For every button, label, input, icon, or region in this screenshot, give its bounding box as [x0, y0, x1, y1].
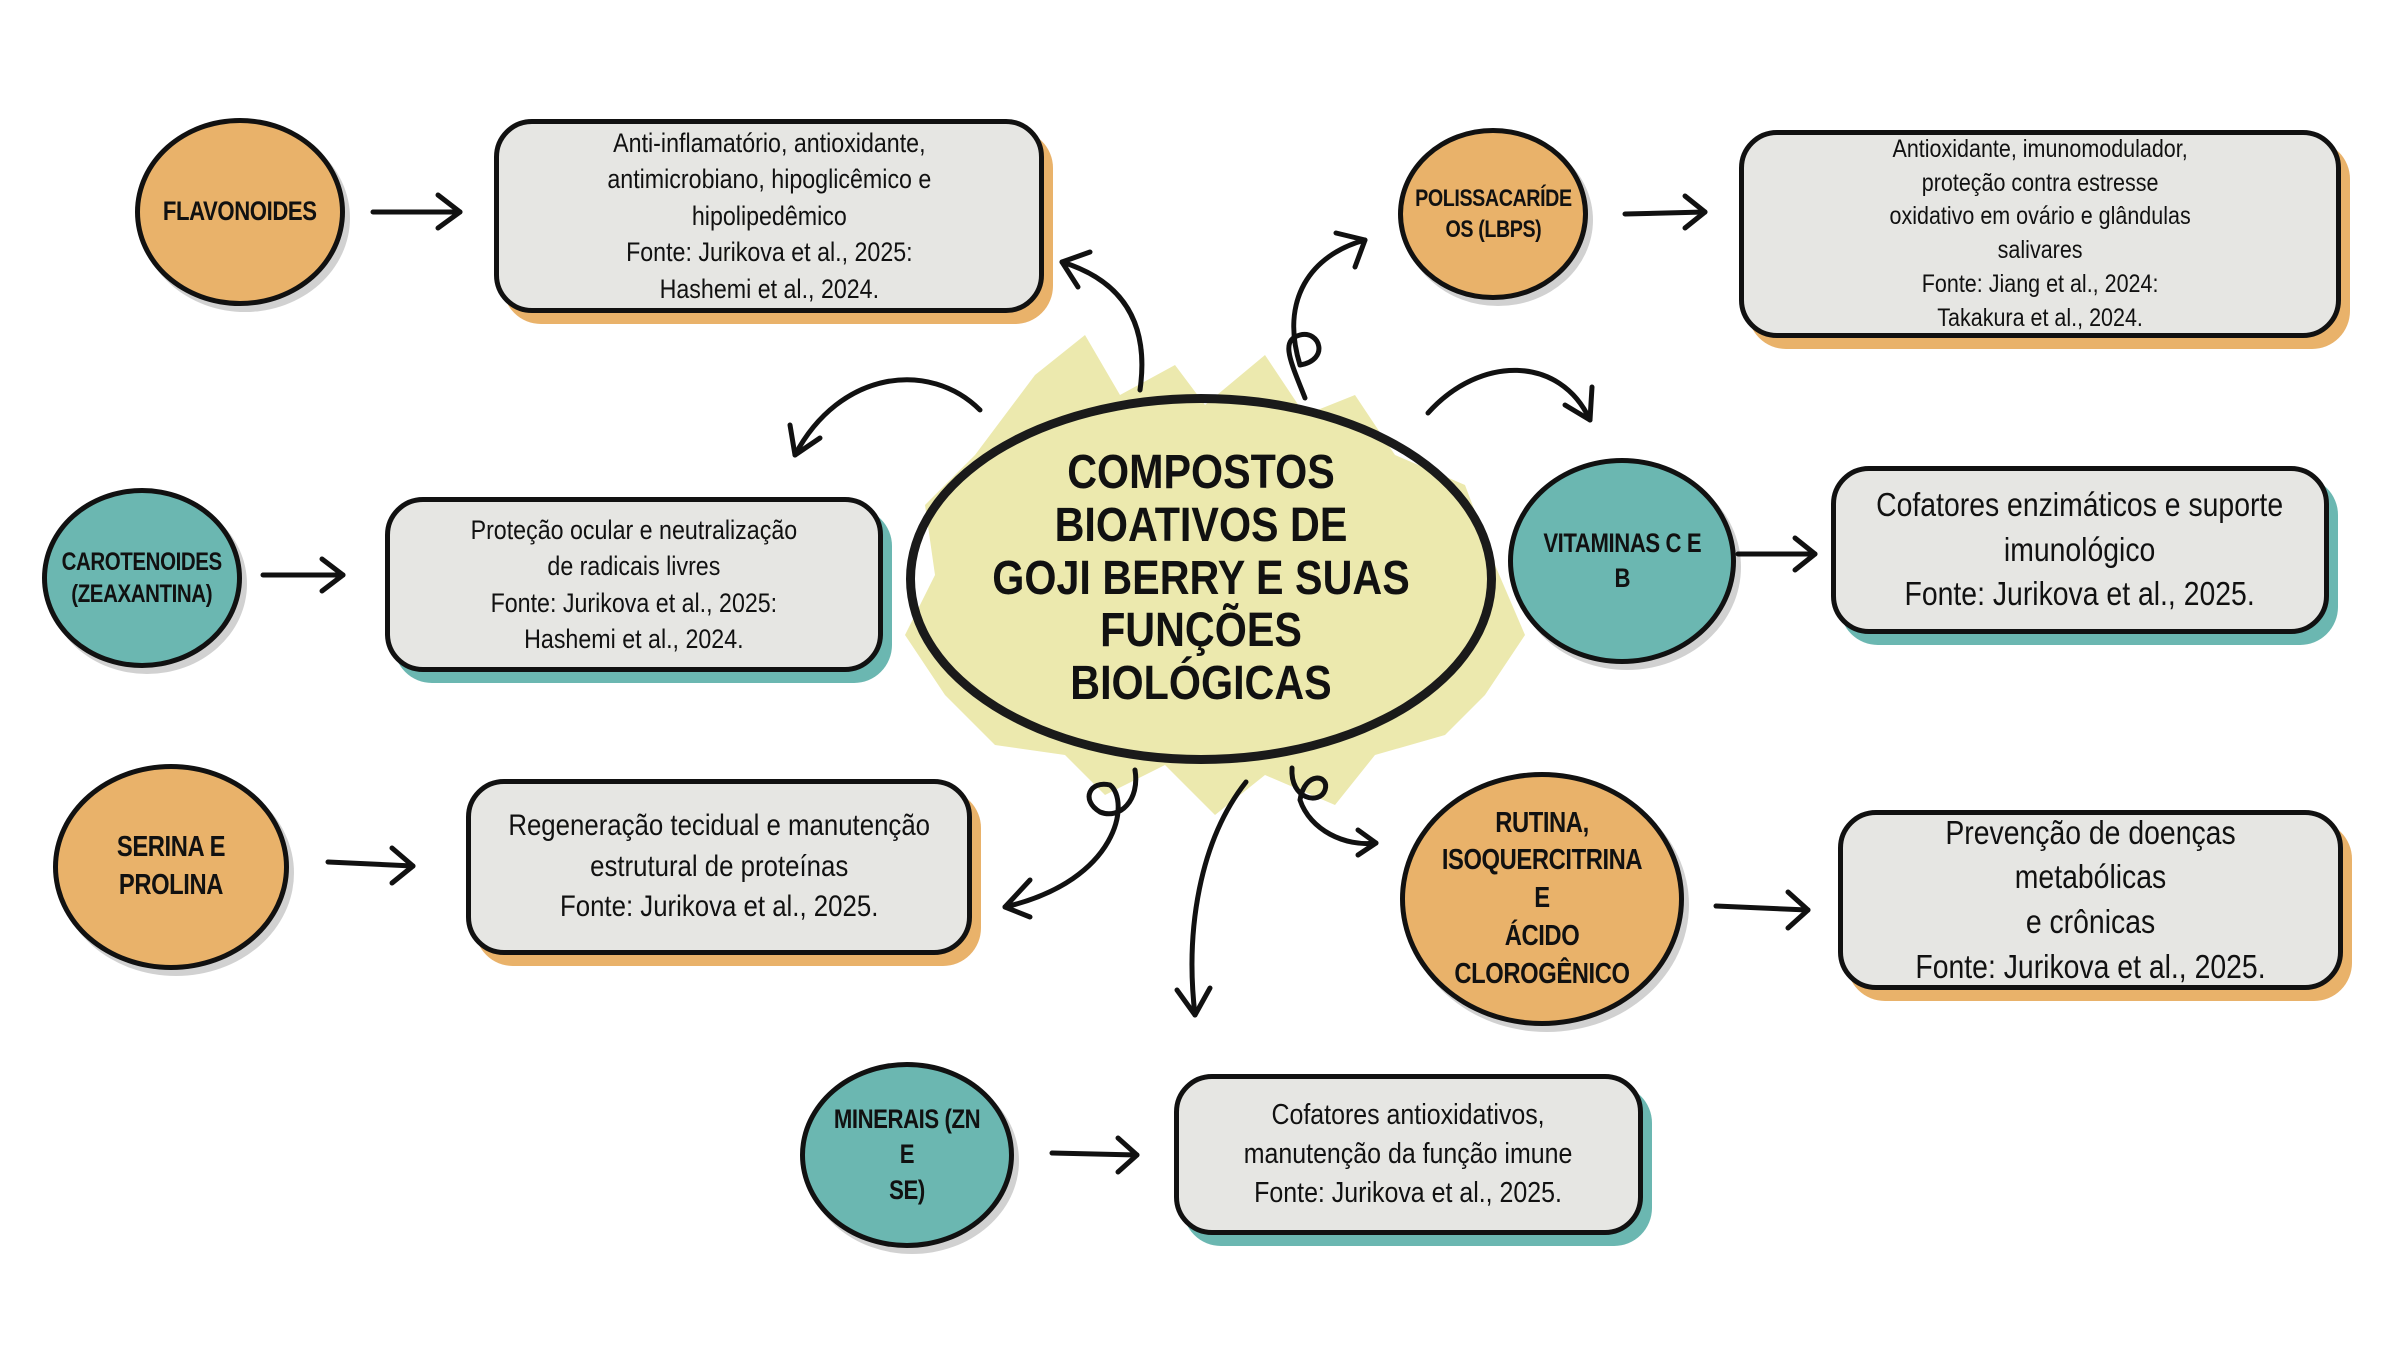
- compound-label: POLISSACARÍDE OS (LBPS): [1414, 184, 1572, 243]
- compound-label: VITAMINAS C E B: [1543, 527, 1701, 593]
- description-box-serina-prolina[interactable]: Regeneração tecidual e manutenção estrut…: [466, 779, 972, 955]
- compound-node-minerais[interactable]: MINERAIS (ZN E SE): [800, 1062, 1014, 1248]
- description-text: Cofatores enzimáticos e suporte imunológ…: [1876, 486, 2284, 613]
- compound-label: MINERAIS (ZN E SE): [833, 1104, 981, 1205]
- straight-arrow-rutina: [1713, 889, 1811, 931]
- compound-node-serina-prolina[interactable]: SERINA E PROLINA: [53, 764, 289, 970]
- description-text: Cofatores antioxidativos, manutenção da …: [1244, 1098, 1573, 1210]
- description-text: Proteção ocular e neutralização de radic…: [470, 514, 798, 654]
- description-box-rutina[interactable]: Prevenção de doenças metabólicas e crôni…: [1838, 810, 2343, 990]
- straight-arrow-polissacarideos: [1622, 193, 1708, 231]
- description-box-carotenoides[interactable]: Proteção ocular e neutralização de radic…: [385, 497, 883, 672]
- straight-arrow-carotenoides: [260, 556, 346, 594]
- compound-node-carotenoides[interactable]: CAROTENOIDES (ZEAXANTINA): [42, 488, 242, 668]
- compound-label: RUTINA, ISOQUERCITRINA E ÁCIDO CLOROGÊNI…: [1441, 806, 1643, 990]
- straight-arrow-vitaminas: [1735, 535, 1818, 573]
- description-text: Antioxidante, imunomodulador, proteção c…: [1889, 134, 2191, 332]
- description-box-flavonoides[interactable]: Anti-inflamatório, antioxidante, antimic…: [494, 119, 1044, 313]
- curved-arrow-to-minerais: [1174, 779, 1249, 1018]
- compound-label: SERINA E PROLINA: [116, 831, 226, 901]
- description-text: Anti-inflamatório, antioxidante, antimic…: [607, 127, 931, 304]
- compound-node-rutina[interactable]: RUTINA, ISOQUERCITRINA E ÁCIDO CLOROGÊNI…: [1400, 772, 1684, 1026]
- description-box-minerais[interactable]: Cofatores antioxidativos, manutenção da …: [1174, 1074, 1643, 1235]
- central-topic-title: COMPOSTOS BIOATIVOS DE GOJI BERRY E SUAS…: [992, 446, 1410, 711]
- straight-arrow-serina: [325, 845, 416, 886]
- straight-arrow-flavonoides: [370, 192, 463, 231]
- compound-label: CAROTENOIDES (ZEAXANTINA): [61, 547, 223, 609]
- compound-node-polissacarideos[interactable]: POLISSACARÍDE OS (LBPS): [1398, 128, 1588, 300]
- description-box-vitaminas[interactable]: Cofatores enzimáticos e suporte imunológ…: [1831, 466, 2329, 634]
- central-topic: COMPOSTOS BIOATIVOS DE GOJI BERRY E SUAS…: [906, 394, 1496, 764]
- compound-label: FLAVONOIDES: [163, 196, 317, 227]
- description-box-polissacarideos[interactable]: Antioxidante, imunomodulador, proteção c…: [1739, 130, 2341, 338]
- compound-node-vitaminas[interactable]: VITAMINAS C E B: [1508, 458, 1736, 664]
- straight-arrow-minerais: [1049, 1135, 1140, 1175]
- description-text: Prevenção de doenças metabólicas e crôni…: [1915, 813, 2266, 985]
- compound-node-flavonoides[interactable]: FLAVONOIDES: [135, 118, 345, 306]
- description-text: Regeneração tecidual e manutenção estrut…: [508, 809, 930, 924]
